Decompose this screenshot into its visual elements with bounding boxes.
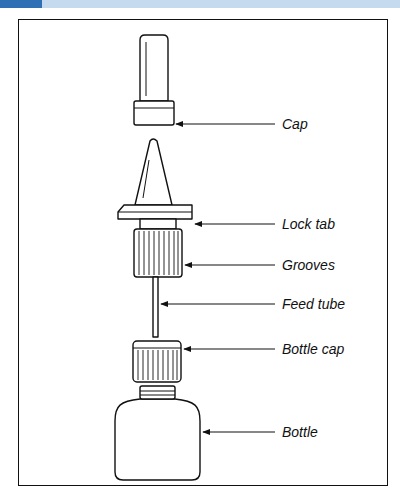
frame: [19, 20, 388, 486]
part-label: Feed tube: [281, 295, 346, 313]
leader-arrows: [161, 124, 275, 432]
cap-drawing: [134, 35, 174, 125]
leader-arrow: [161, 303, 275, 304]
part-label: Lock tab: [281, 215, 336, 233]
leader-arrow: [176, 123, 275, 124]
grooves-drawing: [134, 229, 182, 277]
nozzle-drawing: [135, 139, 172, 205]
header-accent: [0, 0, 42, 8]
leader-arrow: [185, 264, 275, 265]
header-bar: [0, 0, 400, 8]
leader-arrow: [184, 348, 275, 349]
lock-tab-drawing: [118, 205, 192, 229]
spray-parts: [115, 35, 200, 480]
feed-tube-drawing: [153, 277, 158, 337]
part-label: Grooves: [281, 256, 336, 274]
bottle-drawing: [115, 386, 200, 480]
part-label: Cap: [281, 115, 309, 133]
part-label: Bottle cap: [281, 340, 345, 358]
leader-arrow: [195, 223, 275, 224]
bottle-cap-drawing: [133, 341, 181, 382]
part-label: Bottle: [281, 423, 319, 441]
leader-arrow: [203, 431, 275, 432]
